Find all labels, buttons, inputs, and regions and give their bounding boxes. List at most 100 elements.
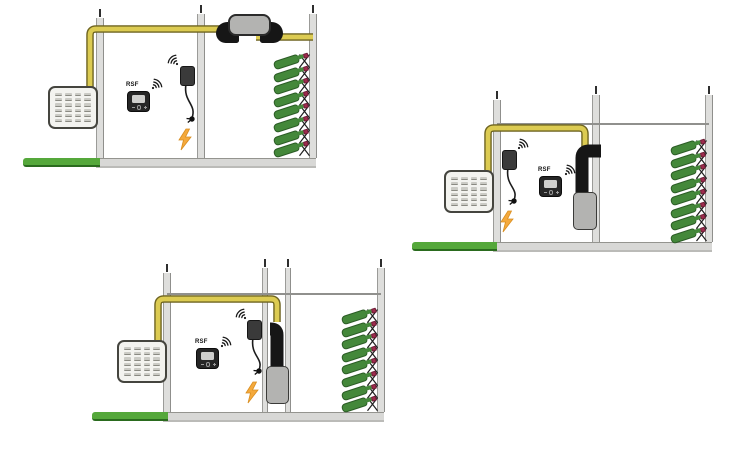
condenser-slat [460, 177, 468, 181]
condenser-slat [480, 177, 487, 181]
condenser-slat [84, 118, 91, 122]
thermostat-dial-button [548, 190, 554, 195]
thermostat [196, 348, 219, 369]
air-duct-elbow [270, 322, 284, 369]
condenser-slat [153, 367, 160, 371]
wine-bottle-cap [302, 64, 309, 72]
diagram-wall-duct-unit-technical-side: RSF [410, 86, 750, 260]
condenser-slat [143, 367, 151, 371]
thermostat-screen [544, 180, 557, 188]
thermostat-minus-button [131, 107, 135, 109]
condenser-slat [133, 347, 141, 351]
condenser-slat [480, 187, 487, 191]
thermostat-plus-button [145, 106, 147, 110]
wall [377, 268, 385, 412]
condenser-slat [153, 352, 160, 356]
wall-break-mark [594, 86, 598, 94]
wine-bottle-cap [302, 77, 309, 84]
lightning-bolt-icon [500, 210, 514, 233]
condenser-slat [124, 352, 131, 356]
thermostat-label: RSF [126, 82, 139, 88]
thermostat-screen [201, 352, 214, 360]
wifi-signal-icon [243, 316, 247, 320]
lightning-bolt-icon [245, 381, 259, 404]
wifi-signal-icon [167, 54, 177, 64]
condenser-slat [84, 103, 91, 107]
condenser-slat [451, 202, 458, 206]
wifi-signal-icon [175, 62, 179, 66]
floor [163, 412, 384, 422]
condenser-grille [451, 177, 487, 206]
condenser-slat [84, 113, 91, 117]
floor [96, 158, 316, 168]
evaporator-unit [573, 192, 597, 230]
condenser-slat [451, 197, 458, 201]
condenser-slat [74, 108, 82, 112]
wine-bottle-cap [699, 200, 706, 208]
condenser-slat [74, 118, 82, 122]
condenser-slat [460, 202, 468, 206]
wifi-signal-icon [152, 84, 157, 89]
wifi-signal-icon [518, 144, 523, 149]
wall [96, 18, 104, 158]
condenser-slat [133, 352, 141, 356]
wine-bottle-cap [699, 150, 706, 158]
wifi-signal-icon [151, 86, 155, 90]
condenser-slat [460, 187, 468, 191]
condenser-slat [480, 192, 487, 196]
wall-break-mark [495, 91, 499, 99]
condenser-slat [74, 93, 82, 97]
power-plug-icon [187, 118, 193, 124]
wifi-signal-icon [564, 172, 568, 176]
condenser-slat [470, 182, 478, 186]
outdoor-condenser-unit [48, 86, 98, 129]
wall [309, 14, 317, 158]
condenser-slat [124, 357, 131, 361]
condenser-slat [64, 103, 72, 107]
wifi-signal-icon [153, 78, 163, 88]
wifi-signal-icon [519, 138, 529, 148]
condenser-slat [143, 362, 151, 366]
condenser-slat [153, 372, 160, 376]
condenser-slat [143, 357, 151, 361]
wifi-signal-icon [222, 336, 232, 346]
wine-bottle-cap [370, 332, 377, 339]
condenser-slat [64, 98, 72, 102]
wine-bottle-cap [370, 370, 377, 377]
condenser-slat [133, 357, 141, 361]
condenser-slat [480, 197, 487, 201]
wine-bottle-cap [370, 319, 377, 327]
outdoor-ground [412, 242, 497, 251]
wine-bottle-cap [370, 345, 377, 352]
wine-bottle-cap [302, 90, 309, 97]
thermostat [127, 91, 150, 112]
thermostat-plus-button [557, 191, 559, 195]
condenser-slat [470, 177, 478, 181]
wine-bottle-cap [370, 357, 377, 364]
outdoor-condenser-unit [117, 340, 167, 383]
power-cable [251, 337, 261, 371]
condenser-grille [55, 93, 91, 122]
condenser-slat [55, 93, 62, 97]
wine-bottle-cap [302, 102, 309, 109]
power-plug-icon [189, 116, 195, 122]
wine-bottle-cap [699, 225, 706, 233]
thermostat-dial-button [136, 105, 142, 110]
wine-bottle-cap [699, 213, 706, 220]
diagram-ceiling-duct-unit: RSF [10, 5, 340, 178]
wifi-signal-icon [565, 170, 570, 175]
condenser-slat [55, 98, 62, 102]
condenser-slat [55, 108, 62, 112]
thermostat-label: RSF [538, 167, 551, 173]
condenser-slat [124, 362, 131, 366]
wall-break-mark [199, 5, 203, 13]
wifi-signal-icon [235, 308, 245, 318]
wine-bottle-cap [370, 395, 377, 402]
condenser-slat [74, 103, 82, 107]
outdoor-ground [92, 412, 168, 421]
wifi-signal-icon [153, 81, 160, 88]
condenser-slat [153, 357, 160, 361]
condenser-slat [153, 347, 160, 351]
wifi-signal-icon [519, 141, 526, 148]
thermostat-screen [132, 95, 145, 103]
